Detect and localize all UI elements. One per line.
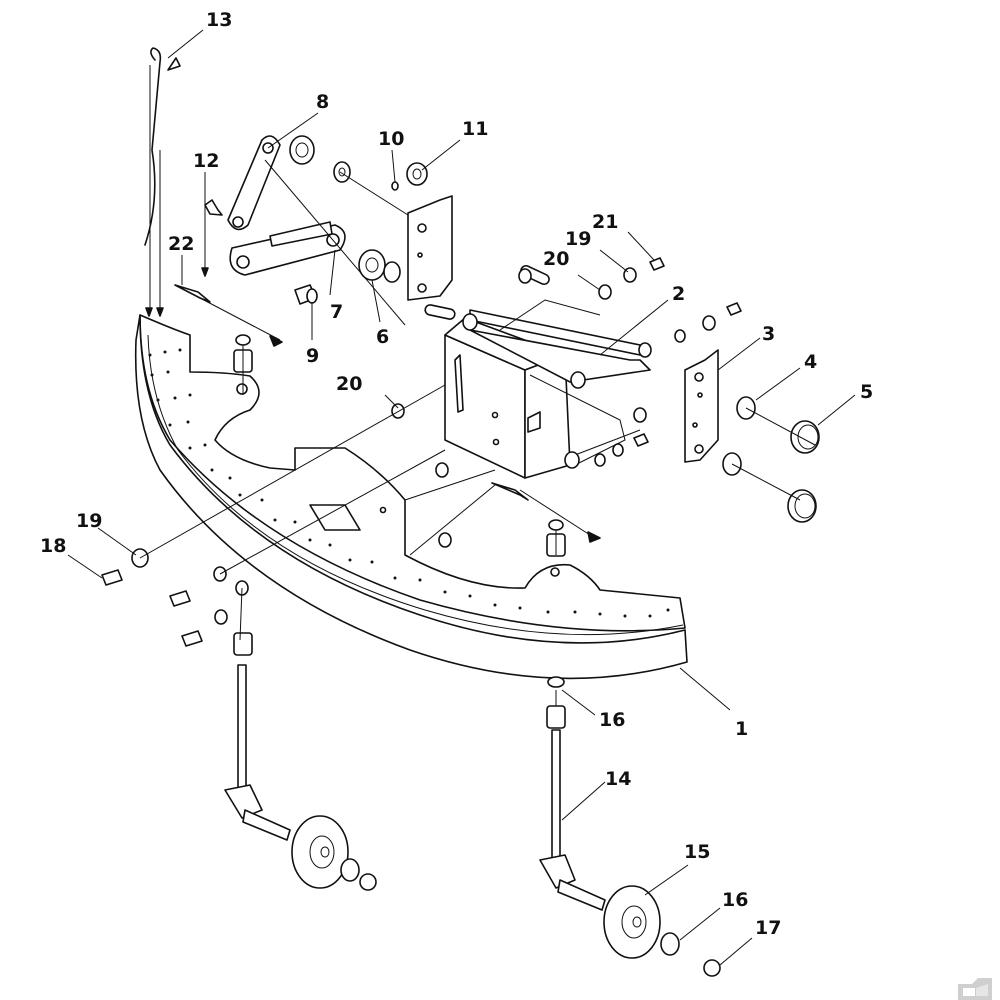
- callout-5: 5: [860, 381, 873, 403]
- callout-14: 14: [605, 768, 631, 790]
- callout-7: 7: [330, 301, 343, 323]
- callout-13: 13: [206, 9, 232, 31]
- callout-20-top: 20: [543, 248, 569, 270]
- callout-4: 4: [804, 351, 817, 373]
- callout-9: 9: [306, 345, 319, 367]
- callout-19-left: 19: [76, 510, 102, 532]
- callout-6: 6: [376, 326, 389, 348]
- callout-11: 11: [462, 118, 488, 140]
- callout-2: 2: [672, 283, 685, 305]
- leader-lines: [67, 29, 856, 966]
- callout-labels: 13 8 10 11 12 22 7 9 6 21 19 20 2 3 4 5 …: [40, 9, 873, 939]
- deck-holes: [148, 348, 670, 618]
- callout-8: 8: [316, 91, 329, 113]
- callout-19-top: 19: [565, 228, 591, 250]
- callout-1: 1: [735, 718, 748, 740]
- k-logo-icon: [958, 978, 992, 1000]
- callout-21: 21: [592, 211, 618, 233]
- upper-plate: [407, 195, 453, 301]
- callout-12: 12: [193, 150, 219, 172]
- callout-16-bottom: 16: [722, 889, 748, 911]
- callout-18: 18: [40, 535, 66, 557]
- callout-20-mid: 20: [336, 373, 362, 395]
- callout-17: 17: [755, 917, 781, 939]
- callout-15: 15: [684, 841, 710, 863]
- caster-right: [539, 729, 721, 977]
- callout-3: 3: [762, 323, 775, 345]
- mounting-bracket: [424, 264, 652, 479]
- callout-16-mid: 16: [599, 709, 625, 731]
- deck-baffle: [134, 314, 688, 680]
- callout-22: 22: [168, 233, 194, 255]
- caster-left: [224, 664, 377, 891]
- callout-10: 10: [378, 128, 404, 150]
- arm-assembly: [227, 135, 346, 276]
- side-plate: [684, 349, 719, 463]
